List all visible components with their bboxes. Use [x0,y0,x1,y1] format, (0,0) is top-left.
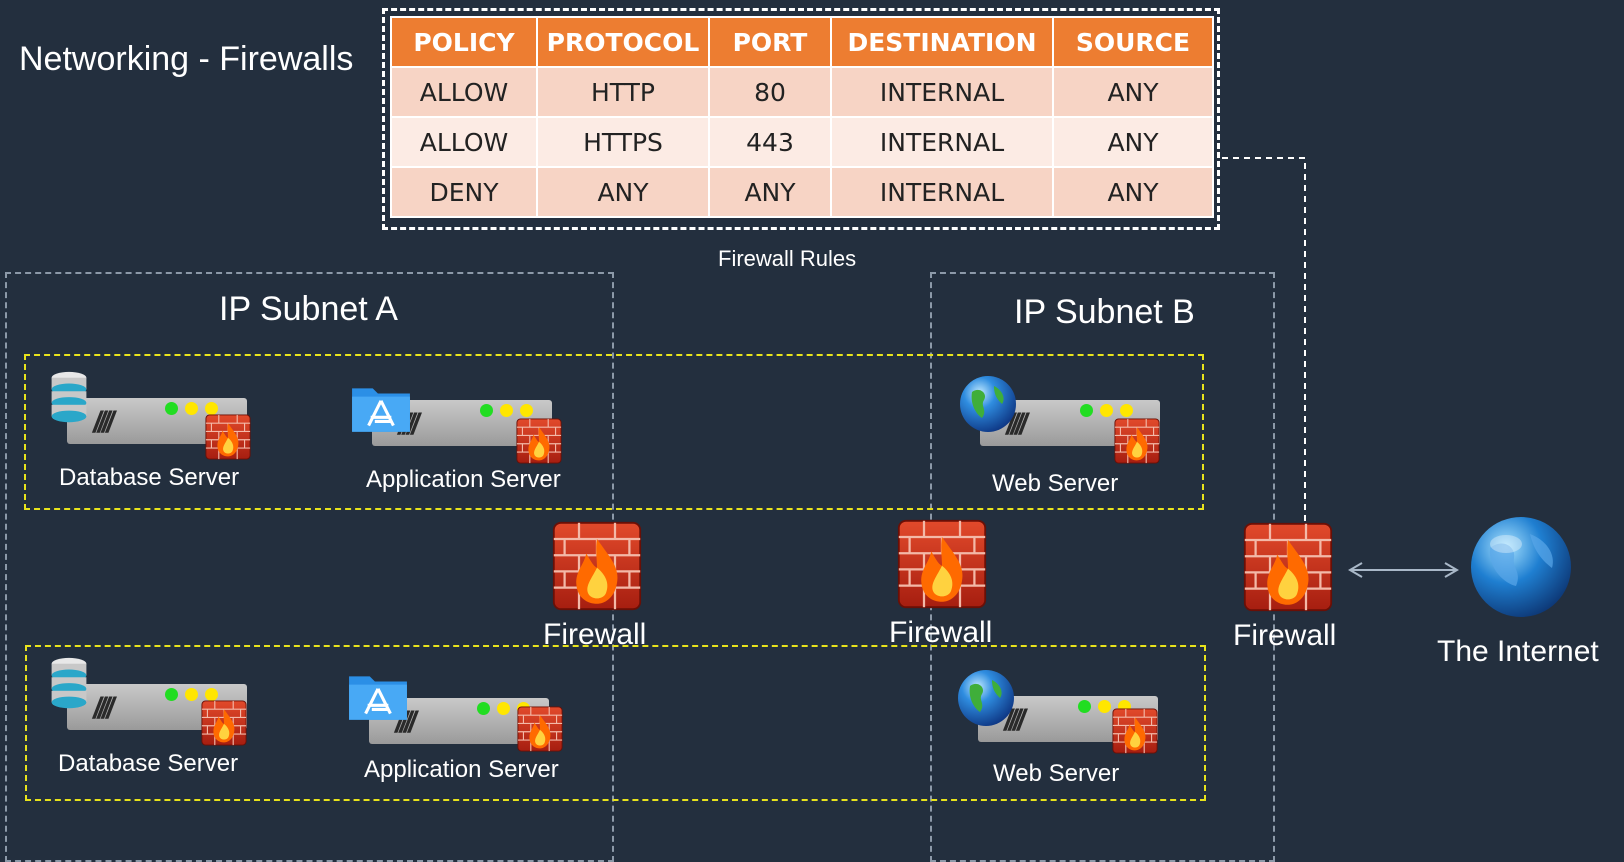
server-label: Application Server [366,466,561,493]
page-title: Networking - Firewalls [19,40,354,78]
server-label: Database Server [58,750,239,777]
app-store-icon [350,382,412,434]
firewall-badge-icon [517,706,563,752]
column-header: POLICY [390,16,538,68]
firewall-label: Firewall [1233,619,1337,652]
bidirectional-arrow [1348,562,1459,578]
table-cell: 443 [708,116,832,168]
firewall-badge-icon [205,414,251,460]
column-header: SOURCE [1052,16,1214,68]
globe-icon [958,374,1018,434]
table-row: ALLOW HTTPS 443 INTERNAL ANY [390,116,1214,168]
table-cell: ALLOW [390,116,538,168]
firewall-rules-caption: Firewall Rules [718,246,857,271]
firewall-rules-box [382,8,1220,230]
table-cell: DENY [390,166,538,218]
table-row: DENY ANY ANY INTERNAL ANY [390,166,1214,218]
column-header: PORT [708,16,832,68]
table-cell: ANY [1052,166,1214,218]
firewall-icon [1243,522,1333,612]
table-row: ALLOW HTTP 80 INTERNAL ANY [390,66,1214,118]
column-header: DESTINATION [830,16,1054,68]
application-server-icon: //// [347,670,557,750]
rules-connector-line [1222,157,1306,530]
subnet-b-title: IP Subnet B [1014,293,1195,331]
internet-globe-icon [1471,517,1571,617]
firewall-badge-icon [1112,708,1158,754]
subnet-a-title: IP Subnet A [219,290,398,328]
database-icon [49,370,89,428]
server-label: Web Server [992,470,1119,497]
firewall-rules-table: POLICY PROTOCOL PORT DESTINATION SOURCE … [390,16,1214,218]
table-cell: HTTPS [536,116,710,168]
firewall-icon [552,521,642,611]
table-cell: ALLOW [390,66,538,118]
server-group-bottom [25,645,1206,801]
application-server-icon: //// [350,372,560,452]
server-label: Database Server [59,464,240,491]
firewall-badge-icon [201,700,247,746]
server-group-top [24,354,1204,510]
firewall-badge-icon [516,418,562,464]
table-cell: INTERNAL [830,66,1054,118]
server-label: Application Server [364,756,559,783]
internet-label: The Internet [1437,635,1599,668]
table-cell: ANY [1052,66,1214,118]
table-cell: ANY [708,166,832,218]
firewall-icon [897,519,987,609]
web-server-icon: //// [956,668,1166,748]
table-cell: HTTP [536,66,710,118]
database-server-icon: //// [45,656,255,736]
firewall-label: Firewall [889,616,993,649]
firewall-label: Firewall [543,618,647,651]
table-cell: ANY [1052,116,1214,168]
database-server-icon: //// [45,370,255,450]
firewall-badge-icon [1114,418,1160,464]
app-store-icon [347,670,409,722]
web-server-icon: //// [958,372,1168,452]
table-cell: 80 [708,66,832,118]
table-cell: INTERNAL [830,116,1054,168]
database-icon [49,656,89,714]
column-header: PROTOCOL [536,16,710,68]
table-cell: INTERNAL [830,166,1054,218]
table-cell: ANY [536,166,710,218]
server-label: Web Server [993,760,1120,787]
globe-icon [956,668,1016,728]
table-header-row: POLICY PROTOCOL PORT DESTINATION SOURCE [390,16,1214,68]
